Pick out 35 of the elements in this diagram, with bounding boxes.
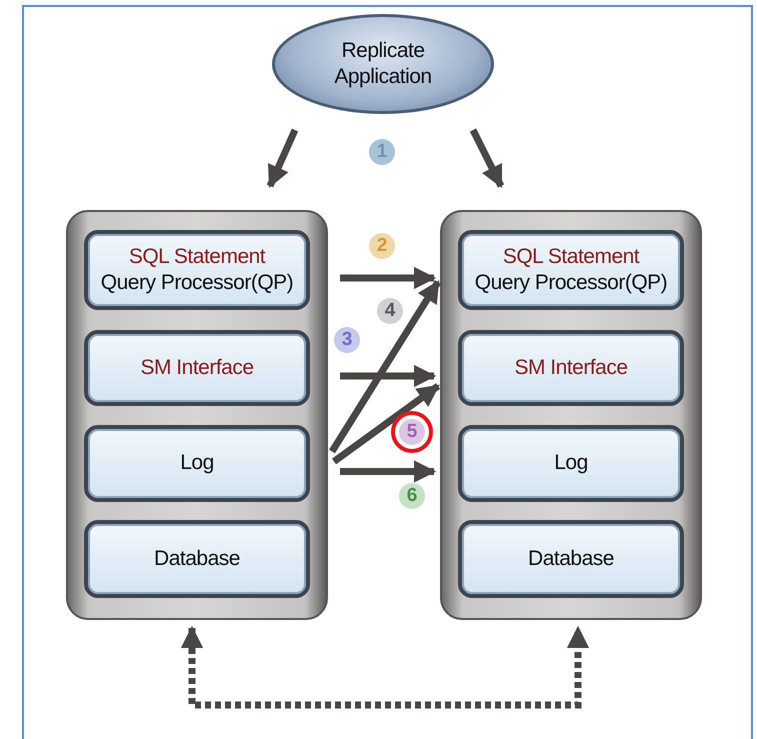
layer-label: Database <box>154 546 240 572</box>
layer-box <box>458 330 684 406</box>
layer-label: SQL Statement <box>128 244 266 270</box>
step-number-badge: 3 <box>334 327 360 353</box>
arrow <box>329 280 441 454</box>
arrow <box>340 364 436 388</box>
step-number-badge: 4 <box>377 298 403 324</box>
layer-label: Replicate Application <box>333 38 433 90</box>
layer-box <box>84 520 310 598</box>
step-number-badge: 1 <box>369 139 395 165</box>
server-container <box>440 210 702 620</box>
dashed-arrow <box>180 626 590 708</box>
arrow <box>332 383 440 464</box>
layer-label: SM Interface <box>140 354 254 381</box>
layer-label: SQL Statement <box>502 244 640 270</box>
layer-label: Database <box>528 546 614 572</box>
layer-label: Query Processor(QP) <box>474 270 668 296</box>
arrow <box>266 128 298 188</box>
step-number-badge: 2 <box>369 233 395 259</box>
layer-box <box>84 425 310 502</box>
layer-box <box>84 330 310 406</box>
arrow <box>340 460 436 483</box>
step-number-badge: 5 <box>399 419 425 445</box>
layer-box <box>458 520 684 598</box>
layer-label: Log <box>554 450 588 476</box>
step-number-badge: 6 <box>399 483 425 509</box>
server-container <box>66 210 328 620</box>
layer-label: Log <box>180 450 214 476</box>
layer-box <box>458 230 684 310</box>
arrow <box>470 128 504 188</box>
arrow <box>340 266 436 290</box>
layer-label: SM Interface <box>514 354 628 381</box>
layer-label: Query Processor(QP) <box>100 270 294 296</box>
layer-box <box>458 425 684 502</box>
layer-box <box>84 230 310 310</box>
